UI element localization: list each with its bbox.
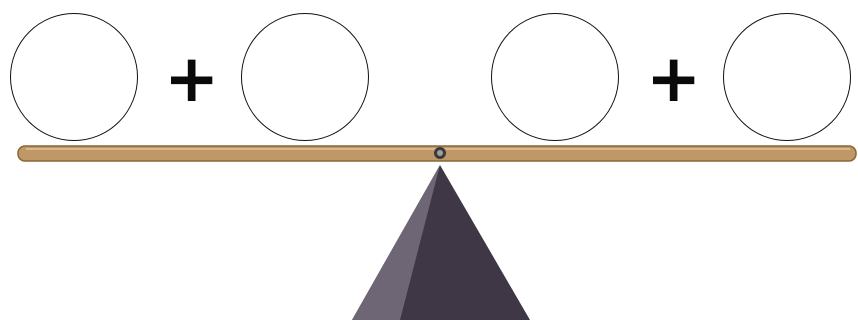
left-term-2-slot[interactable] xyxy=(241,13,369,141)
left-plus-sign: + xyxy=(164,44,214,114)
left-term-1-slot[interactable] xyxy=(10,13,138,141)
right-term-2-slot[interactable] xyxy=(723,13,851,141)
pivot xyxy=(434,147,446,159)
right-plus-sign: + xyxy=(646,44,696,114)
fulcrum xyxy=(352,165,530,320)
pivot-center xyxy=(437,150,443,156)
right-term-1-slot[interactable] xyxy=(491,13,619,141)
